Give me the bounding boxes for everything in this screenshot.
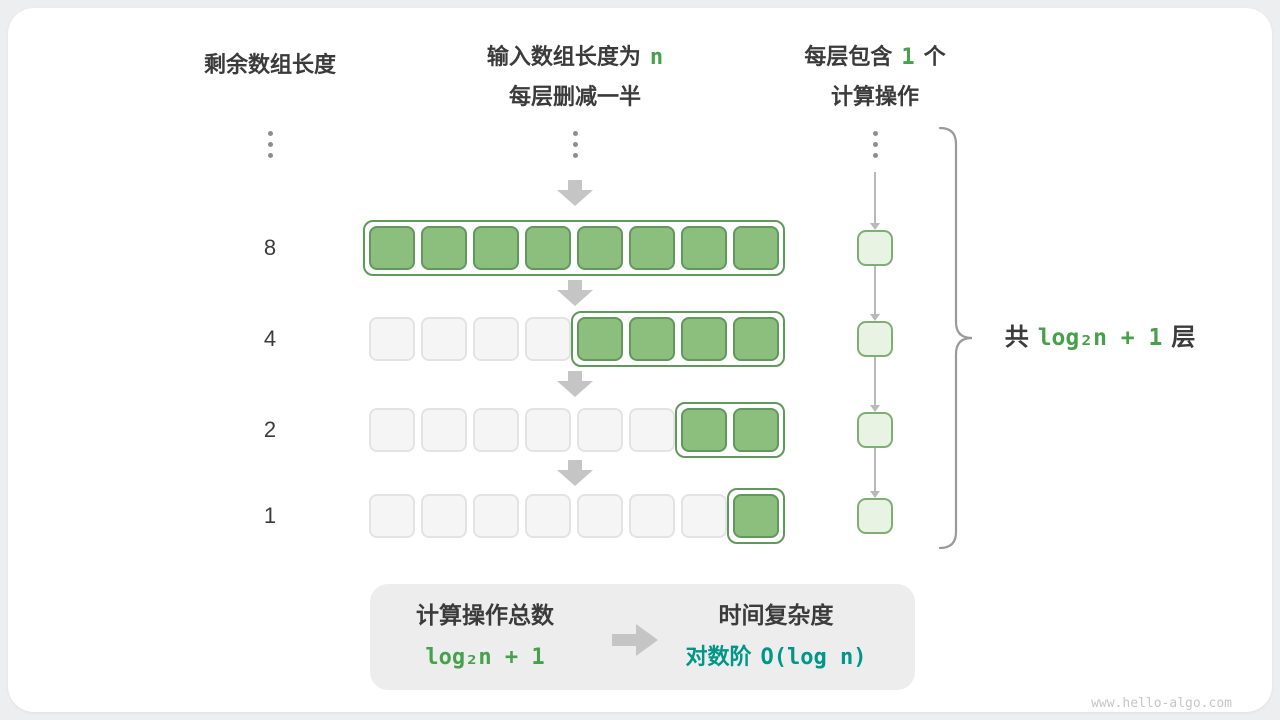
empty-cell — [577, 494, 623, 538]
connector-line — [874, 172, 876, 223]
element-cell — [733, 408, 779, 452]
empty-cell — [629, 494, 675, 538]
empty-cell — [473, 317, 519, 361]
label-text: 共 — [1004, 324, 1029, 351]
element-cell — [577, 317, 623, 361]
connector-line — [874, 357, 876, 405]
connector-line — [874, 266, 876, 314]
down-arrow-icon — [557, 460, 593, 486]
element-cell — [577, 226, 623, 270]
ellipsis-right-icon — [872, 131, 878, 158]
header-text: 个 — [923, 44, 946, 69]
label-text: 层 — [1171, 324, 1196, 351]
empty-cell — [421, 408, 467, 452]
active-subarray — [727, 488, 785, 544]
connector-arrowhead-icon — [870, 491, 880, 498]
code-n: n — [649, 45, 664, 70]
element-cell — [681, 408, 727, 452]
row-label: 1 — [263, 503, 277, 528]
empty-cell — [369, 408, 415, 452]
ellipsis-left-icon — [267, 131, 273, 158]
row-label: 2 — [263, 417, 277, 442]
empty-cell — [577, 408, 623, 452]
row-label: 4 — [263, 326, 277, 351]
empty-cell — [525, 408, 571, 452]
element-cell — [421, 226, 467, 270]
label-logarithmic: 对数阶 — [685, 644, 752, 669]
element-cell — [629, 317, 675, 361]
down-arrow-icon — [557, 280, 593, 306]
active-subarray — [675, 402, 785, 458]
ellipsis-middle-icon — [572, 131, 578, 158]
connector-arrowhead-icon — [870, 223, 880, 230]
watermark: www.hello-algo.com — [1091, 696, 1232, 711]
element-cell — [733, 494, 779, 538]
element-cell — [369, 226, 415, 270]
element-cell — [733, 226, 779, 270]
column-header-operation: 计算操作 — [830, 84, 919, 109]
right-arrow-icon — [612, 624, 658, 656]
code-log2n-plus-1: log₂n + 1 — [1037, 325, 1163, 351]
empty-cell — [421, 317, 467, 361]
empty-cell — [369, 317, 415, 361]
element-cell — [681, 226, 727, 270]
column-header-halved: 每层删减一半 — [508, 84, 641, 109]
column-header-remaining-length: 剩余数组长度 — [203, 52, 336, 77]
code-log2n-plus-1: log₂n + 1 — [425, 645, 545, 670]
header-text: 每层包含 — [804, 44, 893, 69]
operation-cell — [857, 321, 893, 357]
operation-cell — [857, 498, 893, 534]
connector-line — [874, 448, 876, 491]
connector-arrowhead-icon — [870, 314, 880, 321]
empty-cell — [629, 408, 675, 452]
empty-cell — [421, 494, 467, 538]
column-header-input-length: 输入数组长度为 n — [430, 42, 720, 73]
operation-cell — [857, 230, 893, 266]
summary-right-title: 时间复杂度 — [718, 602, 834, 628]
empty-cell — [473, 494, 519, 538]
element-cell — [473, 226, 519, 270]
summary-left-formula: log₂n + 1 — [385, 642, 585, 673]
active-subarray — [363, 220, 785, 276]
element-cell — [525, 226, 571, 270]
element-cell — [733, 317, 779, 361]
empty-cell — [473, 408, 519, 452]
down-arrow-icon — [557, 371, 593, 397]
summary-right-formula: 对数阶 O(log n) — [656, 642, 896, 673]
header-text: 输入数组长度为 — [486, 44, 641, 69]
element-cell — [681, 317, 727, 361]
empty-cell — [525, 494, 571, 538]
brace-icon — [938, 126, 973, 550]
empty-cell — [681, 494, 727, 538]
code-o-log-n: O(log n) — [760, 645, 867, 670]
empty-cell — [369, 494, 415, 538]
levels-count-label: 共 log₂n + 1 层 — [980, 322, 1220, 354]
operation-cell — [857, 412, 893, 448]
summary-left-title: 计算操作总数 — [416, 602, 554, 628]
element-cell — [629, 226, 675, 270]
connector-arrowhead-icon — [870, 405, 880, 412]
down-arrow-icon — [557, 180, 593, 206]
code-one: 1 — [901, 45, 915, 70]
row-label: 8 — [263, 235, 277, 260]
empty-cell — [525, 317, 571, 361]
active-subarray — [571, 311, 785, 367]
